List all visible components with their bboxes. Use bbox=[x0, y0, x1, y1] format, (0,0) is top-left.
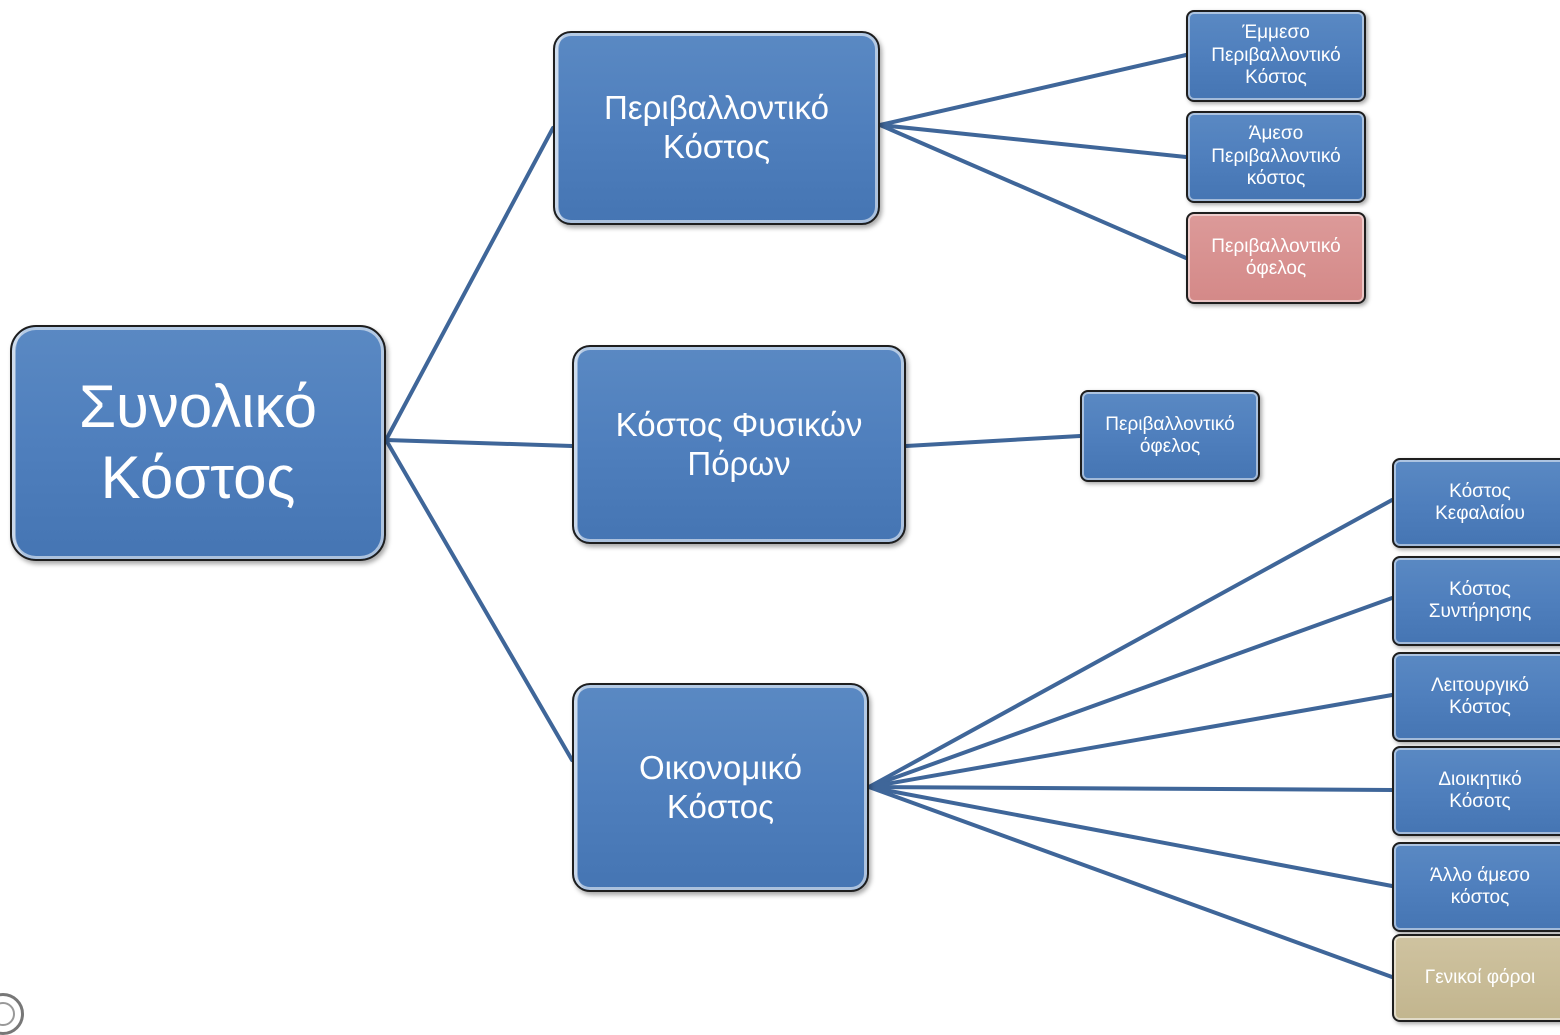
branch-natural-resources-cost: Κόστος Φυσικών Πόρων bbox=[572, 345, 906, 544]
connector-nat-child-1 bbox=[904, 434, 1082, 448]
connector-eco-child-6 bbox=[867, 785, 1394, 979]
leaf-maintenance-cost: Κόστος Συντήρησης bbox=[1392, 556, 1560, 646]
root-node: Συνολικό Κόστος bbox=[10, 325, 386, 561]
connector-eco-child-1 bbox=[867, 498, 1394, 789]
connector-root-nat bbox=[384, 438, 574, 448]
connector-eco-child-4 bbox=[867, 785, 1394, 792]
connector-eco-child-5 bbox=[867, 785, 1394, 888]
connector-env-child-2 bbox=[878, 123, 1188, 159]
leaf-capital-cost: Κόστος Κεφαλαίου bbox=[1392, 458, 1560, 548]
leaf-administrative-cost: Διοικητικό Κόσοτς bbox=[1392, 746, 1560, 836]
leaf-indirect-environmental-cost: Έμμεσο Περιβαλλοντικό Κόστος bbox=[1186, 10, 1366, 102]
connector-env-child-3 bbox=[878, 123, 1188, 260]
leaf-operating-cost: Λειτουργικό Κόστος bbox=[1392, 652, 1560, 742]
leaf-direct-environmental-cost: Άμεσο Περιβαλλοντικό κόστος bbox=[1186, 111, 1366, 203]
branch-environmental-cost: Περιβαλλοντικό Κόστος bbox=[553, 31, 880, 225]
leaf-natural-resources-benefit: Περιβαλλοντικό όφελος bbox=[1080, 390, 1260, 482]
branch-economic-cost: Οικονομικό Κόστος bbox=[572, 683, 869, 892]
connector-eco-child-3 bbox=[867, 693, 1394, 789]
connector-env-child-1 bbox=[878, 53, 1188, 127]
connector-root-env bbox=[384, 126, 555, 442]
connector-eco-child-2 bbox=[867, 596, 1394, 789]
leaf-other-direct-cost: Άλλο άμεσο κόστος bbox=[1392, 842, 1560, 932]
connector-root-eco bbox=[384, 438, 574, 762]
leaf-environmental-benefit: Περιβαλλοντικό όφελος bbox=[1186, 212, 1366, 304]
leaf-general-taxes: Γενικοί φόροι bbox=[1392, 934, 1560, 1022]
